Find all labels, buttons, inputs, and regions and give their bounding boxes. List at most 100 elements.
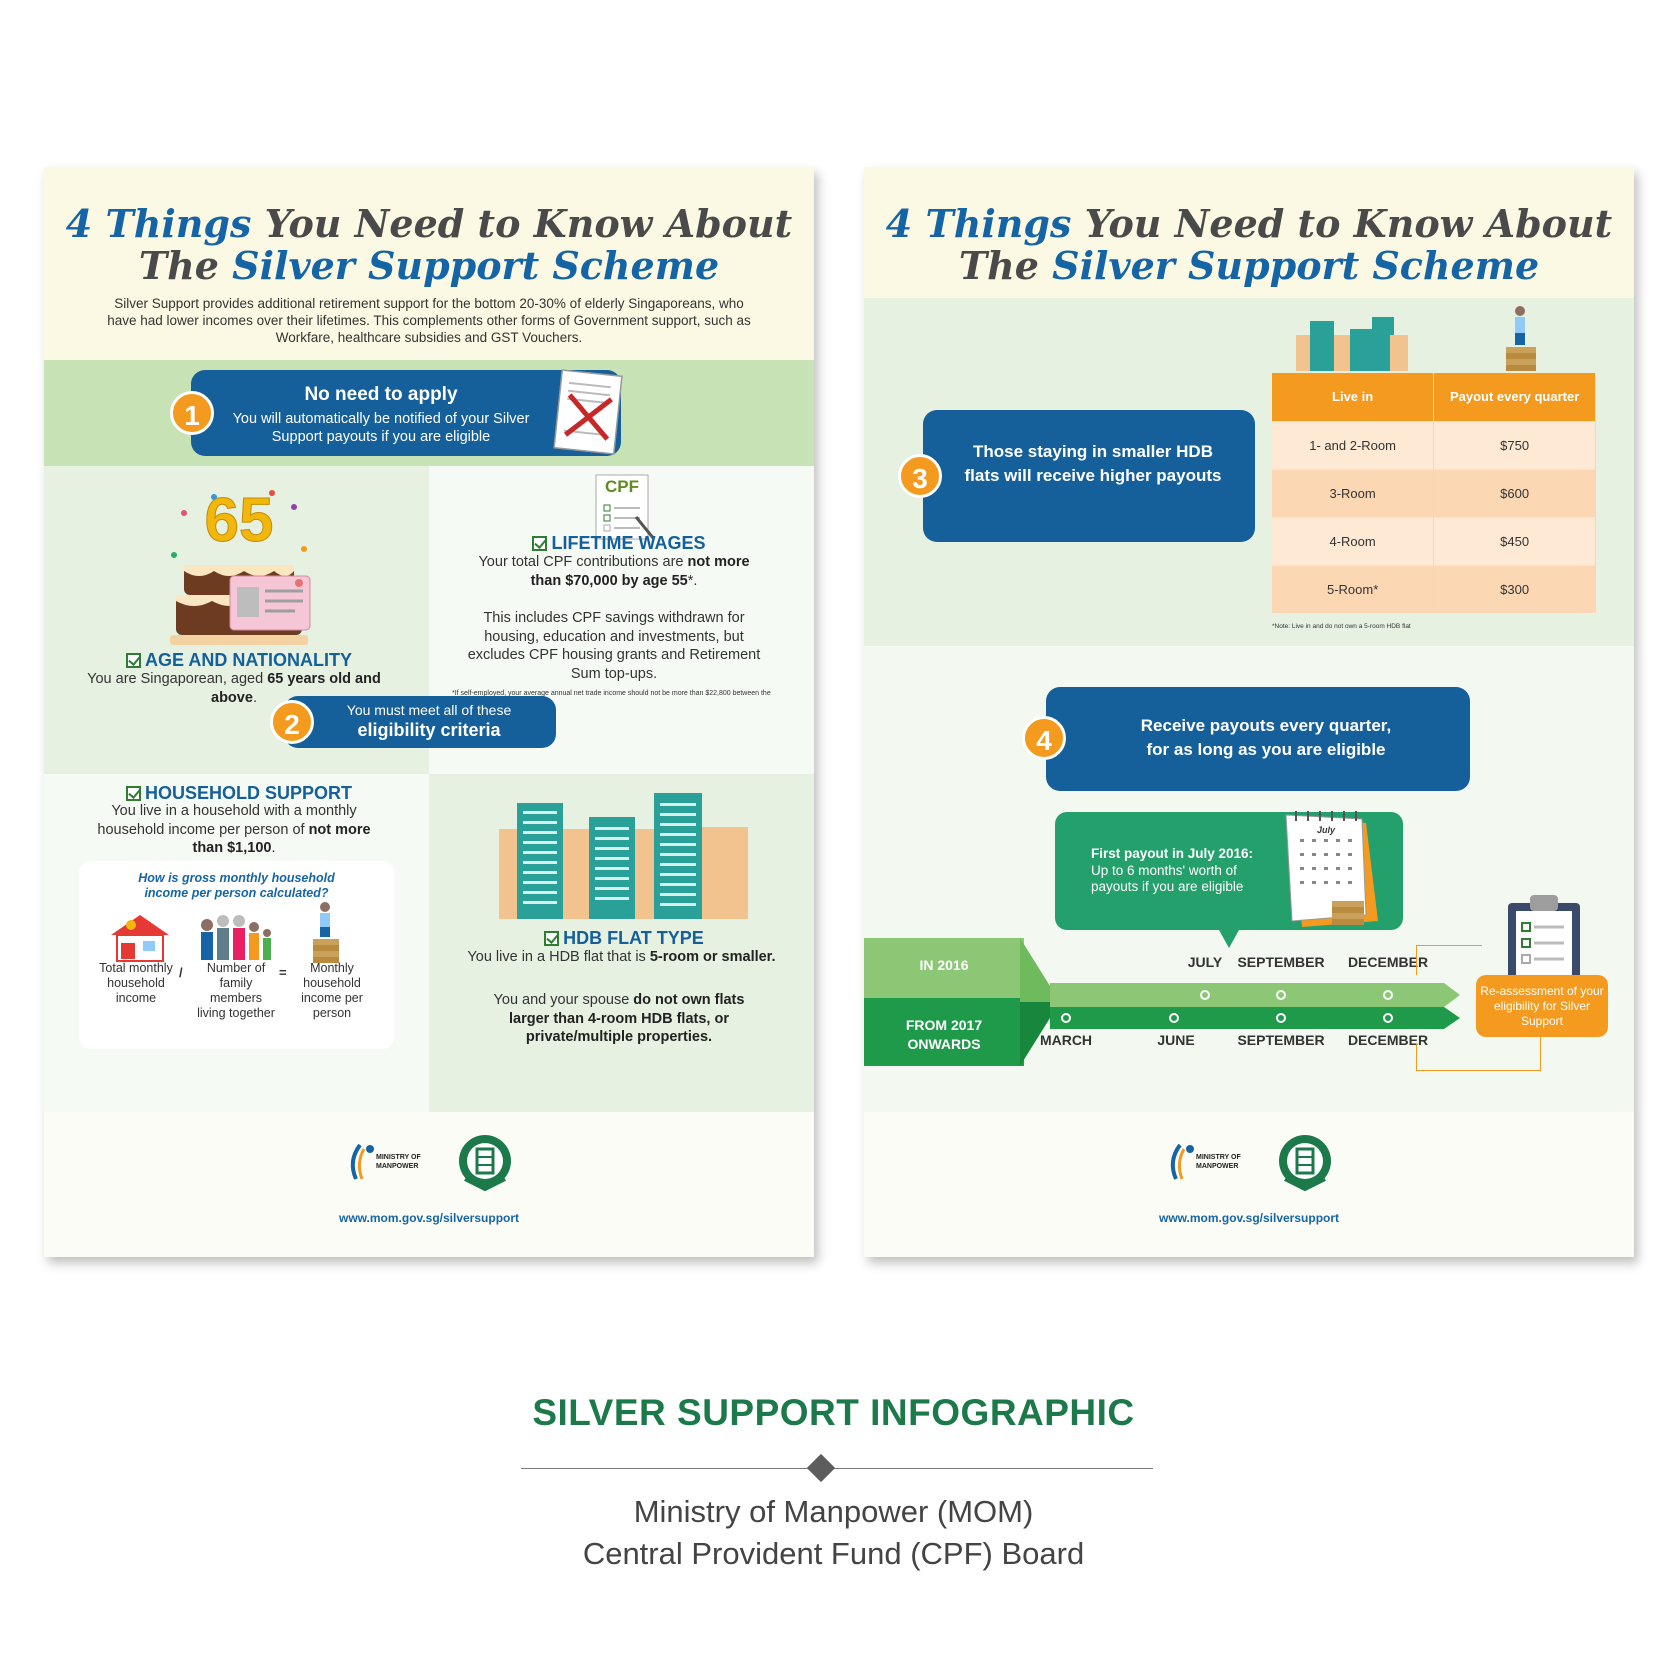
reassessment-box: Re-assessment of your eligibility for Si…: [1476, 975, 1608, 1037]
diamond-icon: [806, 1453, 836, 1483]
intro-text: Silver Support provides additional retir…: [107, 296, 751, 345]
calendar-month: July: [1316, 825, 1335, 835]
table-header-row: Live in Payout every quarter: [1272, 373, 1596, 421]
timeline-dot: [1383, 1013, 1393, 1023]
col-payout: Payout every quarter: [1433, 373, 1596, 421]
person-on-coins-icon: [313, 902, 339, 963]
table-row: 4-Room$450: [1272, 516, 1596, 565]
timeline-dot: [1200, 990, 1210, 1000]
website-link[interactable]: www.mom.gov.sg/silversupport: [1158, 1211, 1340, 1225]
connector-line: [1416, 945, 1482, 946]
page-title: 4 Things You Need to Know About The Silv…: [65, 201, 793, 288]
step2-line2: eligibility criteria: [357, 720, 501, 740]
timeline-row2-bar: [1050, 1007, 1444, 1029]
checkbox-icon: [125, 786, 141, 801]
step2-number: 2: [270, 700, 314, 744]
caption-line1: Ministry of Manpower (MOM): [633, 1494, 1034, 1529]
age-heading: AGE AND NATIONALITY: [104, 649, 374, 671]
first-payout-text: First payout in July 2016: Up to 6 month…: [1091, 846, 1254, 894]
clipboard-icon: [1508, 895, 1580, 985]
step1-text: You will automatically be notified of yo…: [232, 411, 530, 445]
timeline-dot: [1061, 1013, 1071, 1023]
website-link[interactable]: www.mom.gov.sg/silversupport: [338, 1211, 520, 1225]
timeline-row1-arrow: [1444, 983, 1460, 1007]
checkbox-icon: [126, 653, 141, 668]
row1-month: JULY: [1187, 954, 1223, 970]
flat-heading: HDB FLAT TYPE: [489, 927, 759, 949]
connector-line: [1416, 1043, 1417, 1071]
timeline-dot: [1276, 1013, 1286, 1023]
connector-line: [1540, 1037, 1541, 1071]
page-footer: [44, 1112, 814, 1257]
payout-table: Live in Payout every quarter 1- and 2-Ro…: [1272, 373, 1596, 613]
row2-month: MARCH: [1039, 1032, 1093, 1048]
hdb-flats-small-icon: [1296, 317, 1408, 371]
page-footer: [864, 1112, 1634, 1257]
timeline-row2-label: FROM 2017 ONWARDS: [905, 1017, 983, 1052]
cpf-seal-icon: [1279, 1135, 1331, 1192]
step4-number: 4: [1022, 716, 1066, 760]
row2-month: DECEMBER: [1347, 1032, 1429, 1048]
flat-text: You live in a HDB flat that is 5-room or…: [467, 949, 776, 965]
flat-ownership-text: You and your spouse do not own flats lar…: [493, 992, 745, 1045]
house-icon: [111, 915, 169, 962]
step3-box: Those staying in smaller HDB flats will …: [923, 410, 1255, 542]
calc-total-income: Total monthly household income: [99, 961, 173, 1005]
wages-text: Your total CPF contributions are not mor…: [478, 554, 750, 589]
wages-heading: LIFETIME WAGES: [489, 532, 749, 554]
connector-line: [1416, 1070, 1541, 1071]
step4-line1: Receive payouts every quarter,: [1140, 716, 1392, 735]
row2-month: SEPTEMBER: [1237, 1032, 1325, 1048]
page-title: 4 Things You Need to Know About The Silv…: [885, 201, 1613, 288]
age-text: You are Singaporean, aged 65 years old a…: [87, 671, 381, 706]
page-header: [44, 167, 814, 360]
cpf-label: CPF: [605, 477, 639, 496]
timeline-dot: [1169, 1013, 1179, 1023]
step1-box: No need to apply You will automatically …: [191, 370, 621, 456]
cake-number: 65: [204, 486, 274, 556]
infographic-page-left: 4 Things You Need to Know About The Silv…: [44, 167, 814, 1257]
cpf-seal-icon: [459, 1135, 511, 1192]
step3-number: 3: [898, 454, 942, 498]
timeline-row1-label-bg: [864, 938, 1024, 998]
cross-document-icon: [553, 369, 623, 455]
family-icon: [201, 915, 271, 960]
step2-box: You must meet all of these eligibility c…: [284, 696, 556, 748]
caption-divider: [521, 1468, 1153, 1469]
row1-month: SEPTEMBER: [1237, 954, 1325, 970]
hdb-flats-icon: [499, 793, 748, 919]
step1-heading: No need to apply: [304, 384, 458, 405]
step2-line1: You must meet all of these: [346, 702, 512, 718]
infographic-page-right: 4 Things You Need to Know About The Silv…: [864, 167, 1634, 1257]
household-text: You live in a household with a monthly h…: [97, 803, 371, 856]
timeline-dot: [1383, 990, 1393, 1000]
calc-title: How is gross monthly household income pe…: [138, 871, 335, 900]
cpf-document-icon: [595, 474, 656, 540]
step1-number: 1: [170, 391, 214, 435]
table-note: *Note: Live in and do not own a 5-room H…: [1272, 623, 1411, 630]
row1-month: DECEMBER: [1347, 954, 1429, 970]
table-row: 1- and 2-Room$750: [1272, 420, 1596, 469]
col-live-in: Live in: [1272, 373, 1435, 421]
step4-line2: for as long as you are eligible: [1146, 740, 1386, 759]
timeline-row2-label-bg: [864, 998, 1024, 1066]
step3-text: Those staying in smaller HDB flats will …: [964, 442, 1222, 485]
timeline-dot: [1276, 990, 1286, 1000]
caption-line2: Central Provident Fund (CPF) Board: [582, 1536, 1085, 1571]
income-calc-card: How is gross monthly household income pe…: [79, 861, 394, 1049]
calendar-icon: [1285, 811, 1378, 927]
timeline-arrow-head: [1020, 938, 1050, 1066]
table-row: 5-Room*$300: [1272, 564, 1596, 613]
timeline-row1-label: IN 2016: [919, 957, 969, 973]
household-heading: HOUSEHOLD SUPPORT: [99, 782, 379, 804]
step4-box: Receive payouts every quarter, for as lo…: [1046, 687, 1470, 791]
checkbox-icon: [532, 536, 548, 551]
timeline-row2-arrow: [1444, 1007, 1460, 1029]
checkbox-icon: [544, 931, 560, 946]
divide-sign: /: [179, 965, 183, 980]
wages-detail: This includes CPF savings withdrawn for …: [467, 610, 761, 682]
calc-family-members: Number of family members living together: [197, 961, 275, 1020]
page-header: [864, 167, 1634, 298]
